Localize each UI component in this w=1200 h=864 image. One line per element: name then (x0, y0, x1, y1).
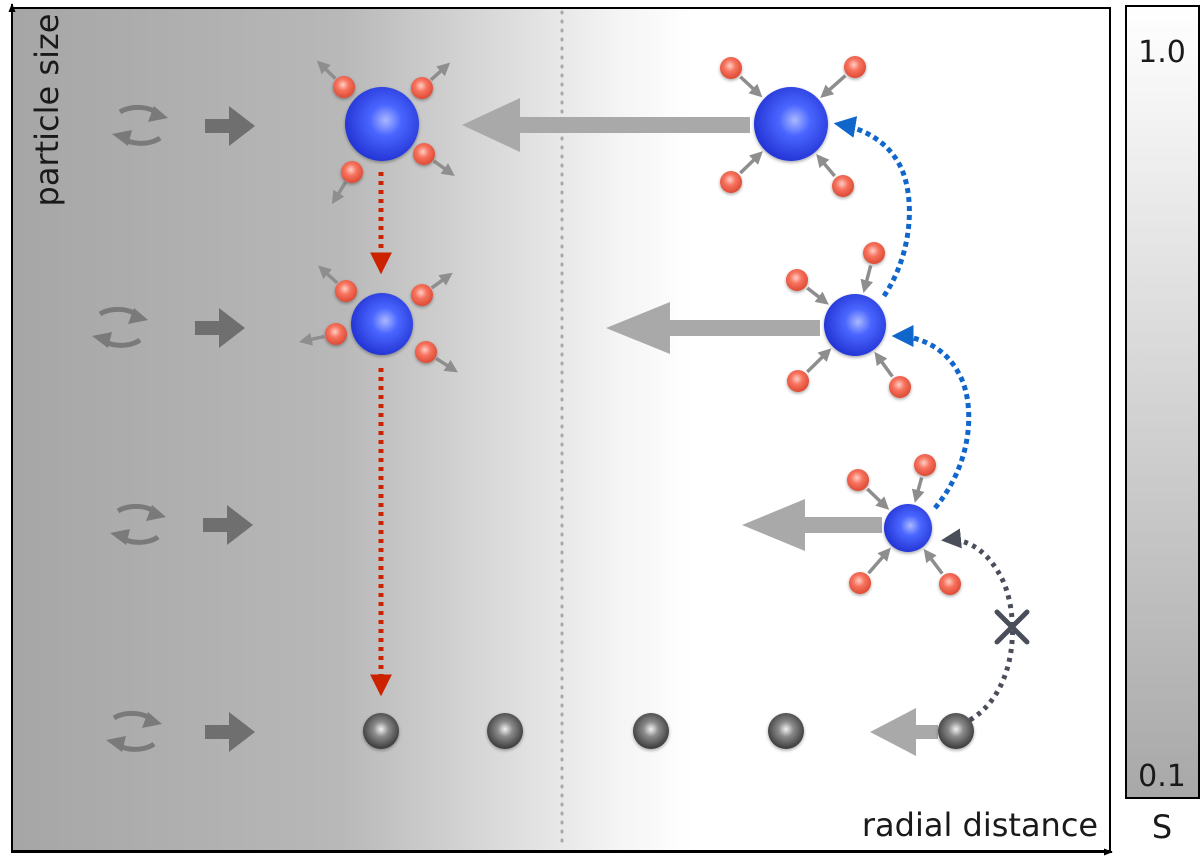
monomer (413, 143, 435, 165)
monomer-arrow (298, 332, 325, 346)
monomer (849, 572, 871, 594)
dark-path (941, 528, 1015, 723)
monomer-arrow (816, 153, 836, 178)
monomer-arrow (923, 548, 944, 575)
monomer (889, 376, 911, 398)
grain-cluster (316, 60, 455, 205)
monomer-arrow (429, 62, 451, 82)
monomer-arrow (318, 265, 339, 285)
blue-grain (345, 87, 419, 161)
bare-grain (363, 713, 399, 749)
monomer (411, 77, 433, 99)
monomer-arrow (739, 75, 763, 98)
monomer (415, 341, 437, 363)
bare-grain (633, 713, 669, 749)
drift-arrow-third (742, 499, 882, 551)
grain-cluster (786, 242, 911, 398)
monomer-arrow (331, 181, 348, 205)
monomer-arrow (866, 487, 890, 510)
monomer-arrow (820, 74, 847, 98)
drift-arrow-second (606, 302, 820, 354)
colorbar-bottom-label: 0.1 (1138, 759, 1186, 794)
monomer (720, 57, 742, 79)
monomer (939, 573, 961, 595)
colorbar-top-label: 1.0 (1138, 35, 1186, 70)
x-axis-label: radial distance (862, 806, 1098, 844)
blue-grain (824, 294, 886, 356)
monomer-arrow (432, 159, 455, 177)
monomer (914, 454, 936, 476)
monomer-arrow (874, 351, 894, 378)
colorbar (1125, 5, 1200, 799)
monomer-arrow (435, 356, 458, 373)
monomer-arrow (867, 547, 891, 575)
monomer-arrow (860, 265, 874, 293)
bare-grain-row (363, 713, 974, 749)
monomer-arrow (806, 348, 832, 374)
monomer (325, 323, 347, 345)
colorbar-symbol: S (1152, 808, 1172, 846)
monomer-arrow (911, 477, 925, 503)
bare-grain (768, 713, 804, 749)
monomer-arrow (739, 151, 763, 175)
grain-cluster (847, 454, 961, 595)
blue-path-lower (891, 325, 972, 510)
monomer-arrow (806, 286, 829, 305)
monomer-arrow (316, 60, 337, 80)
monomer-arrow (430, 272, 453, 290)
blue-grain (754, 87, 828, 161)
monomer (411, 284, 433, 306)
grain-cluster (720, 56, 866, 197)
blue-grain (884, 504, 932, 552)
monomer (832, 175, 854, 197)
drift-arrow-bottom (870, 708, 938, 756)
monomer (333, 76, 355, 98)
blue-grain (351, 293, 413, 355)
monomer (341, 161, 363, 183)
monomer (847, 469, 869, 491)
grain-cluster (298, 265, 458, 373)
y-axis-label: particle size (28, 14, 66, 207)
bare-grain (487, 713, 523, 749)
monomer (786, 269, 808, 291)
monomer (844, 56, 866, 78)
monomer (720, 171, 742, 193)
drift-arrow-top (462, 98, 750, 152)
blocked-x-icon (994, 609, 1030, 645)
monomer (863, 242, 885, 264)
monomer (335, 280, 357, 302)
monomer (787, 370, 809, 392)
bare-grain (938, 713, 974, 749)
